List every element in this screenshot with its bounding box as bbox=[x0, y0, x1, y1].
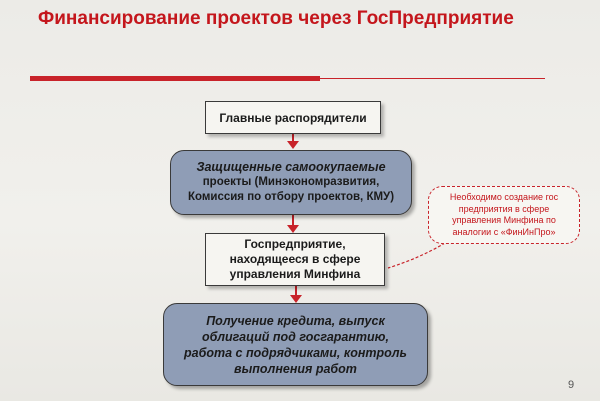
arrow-head-3 bbox=[290, 295, 302, 303]
step-state-enterprise-line1: Госпредприятие, bbox=[244, 237, 346, 251]
title-underline-thin bbox=[320, 78, 545, 79]
step-protected-projects-line1: Защищенные самоокупаемые bbox=[196, 160, 386, 174]
arrow-head-1 bbox=[287, 141, 299, 149]
callout-connector bbox=[387, 242, 446, 269]
step-credit-bonds-line4: выполнения работ bbox=[234, 361, 357, 376]
callout-line2: предприятия в сфере bbox=[458, 203, 550, 214]
step-state-enterprise: Госпредприятие, находящееся в сфере упра… bbox=[205, 233, 385, 286]
callout-line3: управления Минфина по bbox=[452, 215, 556, 225]
title-underline-thick bbox=[30, 76, 320, 81]
step-credit-bonds: Получение кредита, выпуск облигаций под … bbox=[163, 303, 428, 386]
step-state-enterprise-line2: находящееся в сфере bbox=[229, 252, 361, 266]
callout-line1: Необходимо создание гос bbox=[449, 192, 559, 202]
step-main-managers: Главные распорядители bbox=[205, 101, 381, 134]
step-protected-projects-line3: Комиссия по отбору проектов, КМУ) bbox=[187, 191, 395, 203]
arrow-head-2 bbox=[287, 225, 299, 233]
step-protected-projects-line2: проекты (Минэкономразвития, bbox=[202, 176, 380, 188]
step-credit-bonds-line3: работа с подрядчиками, контроль bbox=[184, 345, 407, 360]
step-credit-bonds-line2: облигаций под госгарантию, bbox=[202, 329, 389, 344]
step-main-managers-label: Главные распорядители bbox=[219, 110, 367, 125]
step-protected-projects: Защищенные самоокупаемые проекты (Минэко… bbox=[170, 150, 412, 215]
callout-line4: аналогии с «ФинИнПро» bbox=[452, 226, 556, 237]
step-state-enterprise-line3: управления Минфина bbox=[229, 267, 361, 281]
page-number: 9 bbox=[568, 379, 575, 391]
step-credit-bonds-line1: Получение кредита, выпуск bbox=[206, 313, 385, 328]
slide-title: Финансирование проектов через ГосПредпри… bbox=[38, 8, 514, 29]
callout-note: Необходимо создание гос предприятия в сф… bbox=[428, 186, 580, 244]
